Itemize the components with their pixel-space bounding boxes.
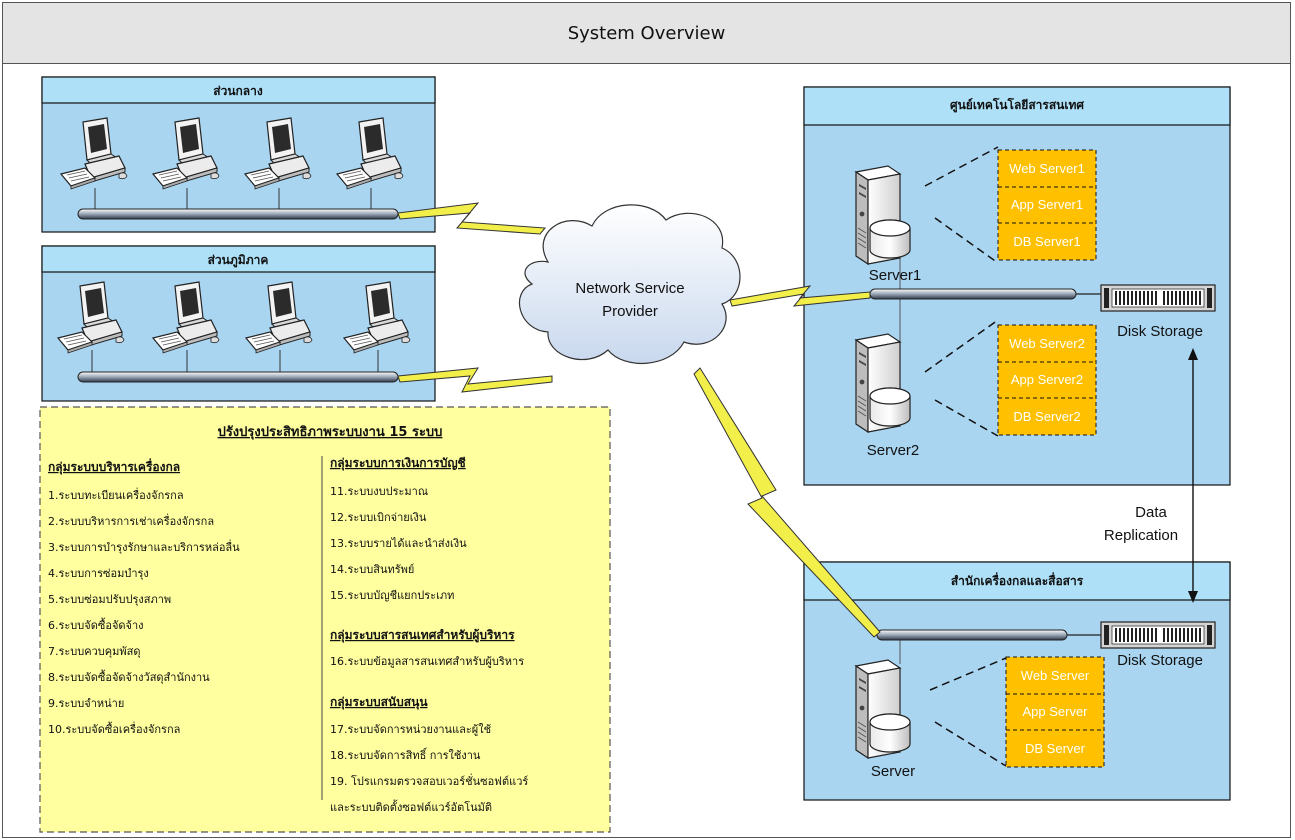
system-item: และระบบติดตั้งซอฟต์แวร์อัตโนมัติ: [330, 799, 492, 814]
system-item: 10.ระบบจัดซื้อเครื่องจักรกล: [48, 721, 180, 736]
system-item: 3.ระบบการบำรุงรักษาและบริการหล่อลื่น: [48, 539, 240, 554]
system-item: 5.ระบบซ่อมปรับปรุงสภาพ: [48, 593, 171, 606]
site-central: ส่วนกลาง: [41, 76, 436, 233]
group-heading-mechanical: กลุ่มระบบบริหารเครื่องกล: [48, 458, 180, 475]
system-item: 19. โปรแกรมตรวจสอบเวอร์ชั่นซอฟต์แวร์: [330, 773, 528, 788]
system-item: 9.ระบบจำหน่าย: [48, 697, 124, 710]
cloud-label-line1: Network Service: [575, 280, 684, 297]
server1-role-web: Web Server1: [1009, 161, 1085, 176]
lan-bus: [869, 288, 1077, 300]
group-heading-finance: กลุ่มระบบการเงินการบัญชี: [330, 456, 466, 471]
system-item: 18.ระบบจัดการสิทธิ์ การใช้งาน: [330, 747, 481, 762]
system-item: 7.ระบบควบคุมพัสดุ: [48, 645, 141, 658]
server1-role-app: App Server1: [1011, 197, 1083, 212]
server-role-web: Web Server: [1021, 668, 1090, 683]
server1-roles: Web Server1 App Server1 DB Server1: [997, 149, 1097, 261]
server-roles: Web Server App Server DB Server: [1005, 656, 1105, 768]
page-title: System Overview: [3, 3, 1290, 64]
network-cloud-icon: Network Service Provider: [518, 204, 741, 365]
system-item: 6.ระบบจัดซื้อจัดจ้าง: [48, 617, 144, 632]
replication-label-line2: Replication: [1104, 527, 1178, 544]
server2-role-web: Web Server2: [1009, 336, 1085, 351]
disk-storage-icon: [1100, 284, 1216, 312]
system-item: 1.ระบบทะเบียนเครื่องจักรกล: [48, 487, 184, 502]
server2-label: Server2: [867, 442, 920, 459]
lan-bus: [77, 371, 399, 383]
server-label: Server: [871, 763, 915, 780]
system-item: 14.ระบบสินทรัพย์: [330, 563, 414, 576]
site-central-title: ส่วนกลาง: [213, 84, 263, 98]
lightning-link-icon: [397, 202, 547, 235]
system-item: 16.ระบบข้อมูลสารสนเทศสำหรับผู้บริหาร: [330, 655, 524, 668]
system-item: 11.ระบบงบประมาณ: [330, 485, 428, 498]
site-mech-office-title: สำนักเครื่องกลและสื่อสาร: [951, 572, 1084, 588]
site-mech-office: สำนักเครื่องกลและสื่อสาร Server Web Serv…: [803, 561, 1231, 801]
server-role-db: DB Server: [1025, 741, 1086, 756]
system-item: 17.ระบบจัดการหน่วยงานและผู้ใช้: [330, 723, 491, 736]
server-role-app: App Server: [1022, 704, 1088, 719]
cloud-label-line2: Provider: [602, 303, 658, 320]
disk-storage-label: Disk Storage: [1117, 323, 1203, 340]
disk-storage-label: Disk Storage: [1117, 652, 1203, 669]
system-item: 12.ระบบเบิกจ่ายเงิน: [330, 511, 427, 524]
site-regional-title: ส่วนภูมิภาค: [208, 253, 269, 268]
system-item: 15.ระบบบัญชีแยกประเภท: [330, 589, 454, 602]
disk-storage-icon: [1100, 621, 1216, 649]
lightning-link-icon: [397, 367, 553, 393]
site-it-center: ศูนย์เทคโนโลยีสารสนเทศ Server1 Server2 W…: [803, 86, 1231, 486]
lan-bus: [77, 208, 399, 220]
group-heading-support: กลุ่มระบบสนับสนุน: [330, 695, 428, 710]
server1-role-db: DB Server1: [1013, 234, 1080, 249]
system-item: 13.ระบบรายได้และนำส่งเงิน: [330, 537, 467, 550]
lightning-link-icon: [693, 367, 881, 638]
wan-links: [397, 202, 881, 638]
replication-label-line1: Data: [1135, 504, 1167, 521]
system-item: 2.ระบบบริหารการเช่าเครื่องจักรกล: [48, 513, 214, 528]
systems-panel-title: ปรังปรุงประสิทธิภาพระบบงาน 15 ระบบ: [218, 425, 443, 440]
lightning-link-icon: [729, 285, 871, 307]
server1-label: Server1: [869, 267, 922, 284]
lan-bus: [876, 629, 1068, 641]
server2-role-app: App Server2: [1011, 372, 1083, 387]
group-heading-executive: กลุ่มระบบสารสนเทศสำหรับผู้บริหาร: [330, 628, 515, 643]
site-regional: ส่วนภูมิภาค: [41, 245, 436, 402]
server2-roles: Web Server2 App Server2 DB Server2: [997, 324, 1097, 436]
replication-arrow: Data Replication: [1104, 348, 1198, 603]
system-item: 8.ระบบจัดซื้อจัดจ้างวัสดุสำนักงาน: [48, 669, 210, 684]
system-item: 4.ระบบการซ่อมบำรุง: [48, 567, 149, 580]
site-it-center-title: ศูนย์เทคโนโลยีสารสนเทศ: [950, 97, 1084, 113]
systems-panel: ปรังปรุงประสิทธิภาพระบบงาน 15 ระบบ กลุ่ม…: [39, 406, 611, 833]
server2-role-db: DB Server2: [1013, 409, 1080, 424]
